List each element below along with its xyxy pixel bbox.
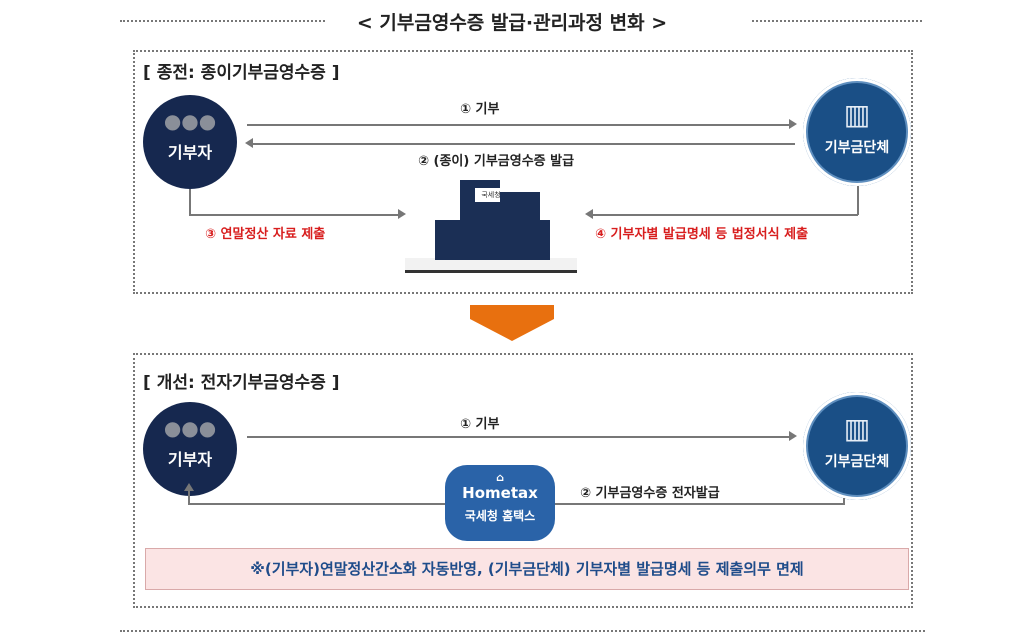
before-heading: [ 종전: 종이기부금영수증 ] [143,63,340,83]
arrowhead-icon [398,209,406,219]
org-circle: ▥ 기부금단체 [803,78,911,186]
step3-line [189,189,191,215]
step4-arrow [592,214,858,216]
hometax-wordmark: Hometax [462,484,538,502]
hometax-name: 국세청 홈택스 [464,509,536,523]
nts-building-icon: 국세청 [405,180,577,273]
arrowhead-icon [789,119,797,129]
after-panel [133,353,913,608]
donor-circle: ●●● 기부자 [143,402,237,496]
donor-circle: ●●● 기부자 [143,95,237,189]
donor-label: 기부자 [167,143,213,162]
arrowhead-icon [789,431,797,441]
step3-arrow [189,214,399,216]
step2-arrow-up [188,490,190,504]
org-label: 기부금단체 [824,140,890,156]
home-roof-icon: ⌂ [496,471,504,484]
step2-arrow [252,143,795,145]
org-circle: ▥ 기부금단체 [803,392,911,500]
title-divider-left [120,20,325,22]
donor-label: 기부자 [167,450,213,469]
step2-arrow [188,503,446,505]
diagram-title: < 기부금영수증 발급·관리과정 변화 > [356,12,668,34]
arrowhead-icon [585,209,593,219]
people-icon: ●●● [163,416,217,440]
step1-label: ① 기부 [460,102,500,117]
arrowhead-icon [184,483,194,491]
after-heading: [ 개선: 전자기부금영수증 ] [143,373,340,393]
step1-label: ① 기부 [460,417,500,432]
step2-line [843,498,845,504]
step2-line [555,503,845,505]
down-arrow-icon [470,305,554,319]
org-label: 기부금단체 [824,454,890,470]
step1-arrow [247,436,792,438]
hometax-logo: ⌂ Hometax 국세청 홈택스 [445,465,555,541]
before-panel [133,50,913,294]
people-icon: ●●● [163,109,217,133]
step2-label: ② 기부금영수증 전자발급 [580,486,720,501]
step2-label: ② (종이) 기부금영수증 발급 [418,154,575,169]
down-arrow-head [470,319,554,341]
building-icon: ▥ [843,98,871,131]
building-icon: ▥ [843,412,871,445]
bottom-divider [120,630,925,632]
step3-label: ③ 연말정산 자료 제출 [205,227,326,242]
step1-arrow [247,124,792,126]
title-divider-right [752,20,922,22]
step4-label: ④ 기부자별 발급명세 등 법정서식 제출 [595,227,809,242]
step4-line [857,186,859,215]
agency-sign: 국세청 [475,188,507,202]
arrowhead-icon [245,138,253,148]
note-box: ※(기부자)연말정산간소화 자동반영, (기부금단체) 기부자별 발급명세 등 … [145,548,909,590]
